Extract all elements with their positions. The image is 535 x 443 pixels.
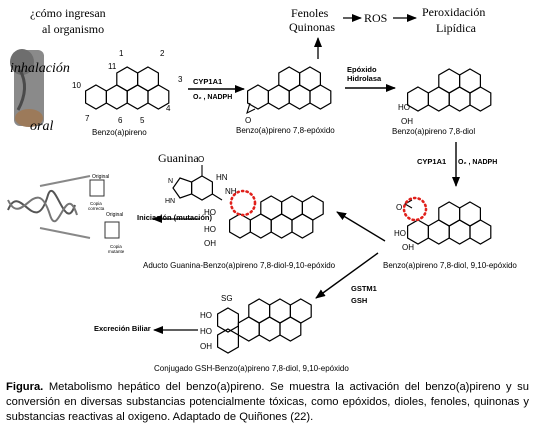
adduct-label: Aducto Guanina-Benzo(a)pireno 7,8-diol-9… <box>143 261 336 270</box>
epoxide-hydrolase-label-2: Hidrolasa <box>347 74 382 83</box>
figure-caption: Figura. Metabolismo hepático del benzo(a… <box>6 380 529 425</box>
diol-epoxide-label: Benzo(a)pireno 7,8-diol, 9,10-epóxido <box>383 261 517 270</box>
quinones-label: Quinonas <box>289 20 335 34</box>
cyp1a1-label-1: CYP1A1 <box>193 77 222 86</box>
bap-label: Benzo(a)pireno <box>92 128 147 137</box>
ros-label: ROS <box>364 11 387 25</box>
diol-structure <box>407 68 492 112</box>
dna-copy-mutant-2: mutante <box>108 249 125 254</box>
atom-ho-conjugate-2: HO <box>200 327 212 336</box>
atom-hn-guanine-2: HN <box>165 198 175 205</box>
dna-copy-correct-1: Copia <box>90 201 102 206</box>
atom-oh-conjugate: OH <box>200 342 212 351</box>
diol-epoxide-structure <box>403 199 492 245</box>
phenols-label: Fenoles <box>291 6 329 20</box>
atom-oh-adduct: OH <box>204 239 216 248</box>
guanine-label: Guanina <box>158 151 199 165</box>
epoxide-hydrolase-label-1: Epóxido <box>347 65 377 74</box>
atom-o-diol-epoxide: O <box>396 203 402 212</box>
body-illustration <box>10 49 44 127</box>
arrow-to-adduct <box>336 211 386 242</box>
dna-original-1: Original <box>92 174 109 180</box>
ring-number-3: 3 <box>178 75 183 84</box>
gsh-label: GSH <box>351 296 367 305</box>
epoxide-label: Benzo(a)pireno 7,8-epóxido <box>236 126 335 135</box>
ring-number-10: 10 <box>72 81 81 90</box>
atom-ho-diol: HO <box>398 103 410 112</box>
dna-copy-correct-2: correcta <box>88 206 105 211</box>
dna-copy-mutant-1: Copia <box>110 244 122 249</box>
arrow-to-conjugate <box>315 252 379 299</box>
atom-oh-diol: OH <box>401 117 413 126</box>
gsh-conjugate-structure <box>217 298 312 354</box>
caption-label: Figura. <box>6 381 44 393</box>
atom-sg: SG <box>221 294 233 303</box>
ring-number-5: 5 <box>140 116 145 125</box>
cyp1a1-label-2: CYP1A1 <box>417 157 446 166</box>
intro-line1: ¿cómo ingresan <box>30 6 106 20</box>
o2-nadph-label-1: O₂ , NADPH <box>193 94 232 101</box>
ring-number-6: 6 <box>118 116 123 125</box>
adduct-bap-structure <box>229 195 324 239</box>
ring-number-7: 7 <box>85 114 90 123</box>
dna-replication-illustration <box>7 175 120 239</box>
atom-ho-adduct-2: HO <box>204 225 216 234</box>
atom-n-guanine-1: N <box>168 178 173 185</box>
gstm1-label: GSTM1 <box>351 284 377 293</box>
peroxidation-label: Peroxidación <box>422 5 485 19</box>
benzo-a-pyrene-structure <box>84 66 170 110</box>
epoxide-structure <box>246 66 332 115</box>
atom-ho-adduct-1: HO <box>204 208 216 217</box>
ring-number-1: 1 <box>119 49 124 58</box>
ring-number-4: 4 <box>166 104 171 113</box>
reactive-site-highlight <box>402 196 428 222</box>
atom-oh-diol-epoxide: OH <box>402 243 414 252</box>
adduct-site-highlight <box>229 189 257 217</box>
atom-hn-guanine: HN <box>216 173 228 182</box>
initiation-label: Iniciación (mutación) <box>137 213 213 222</box>
ring-number-2: 2 <box>160 49 165 58</box>
biliary-label: Excreción Biliar <box>94 324 151 333</box>
o2-nadph-label-2: O₂ , NADPH <box>458 159 497 166</box>
caption-text: Metabolismo hepático del benzo(a)pireno.… <box>6 381 529 423</box>
atom-o-epoxide: O <box>245 116 251 125</box>
diol-label: Benzo(a)pireno 7,8-diol <box>392 127 475 136</box>
lipidic-label: Lipídica <box>436 21 477 35</box>
ring-number-11: 11 <box>108 62 117 71</box>
conjugate-label: Conjugado GSH-Benzo(a)pireno 7,8-diol, 9… <box>154 364 349 373</box>
dna-original-2: Original <box>106 212 123 218</box>
atom-ho-conjugate-1: HO <box>200 311 212 320</box>
atom-o-guanine: O <box>198 155 204 164</box>
atom-ho-diol-epoxide: HO <box>394 229 406 238</box>
atom-nh-adduct: NH <box>225 187 237 196</box>
inhalation-label: inhalación <box>10 61 70 76</box>
intro-line2: al organismo <box>42 22 104 36</box>
oral-label: oral <box>30 119 53 134</box>
guanine-structure <box>172 165 223 201</box>
